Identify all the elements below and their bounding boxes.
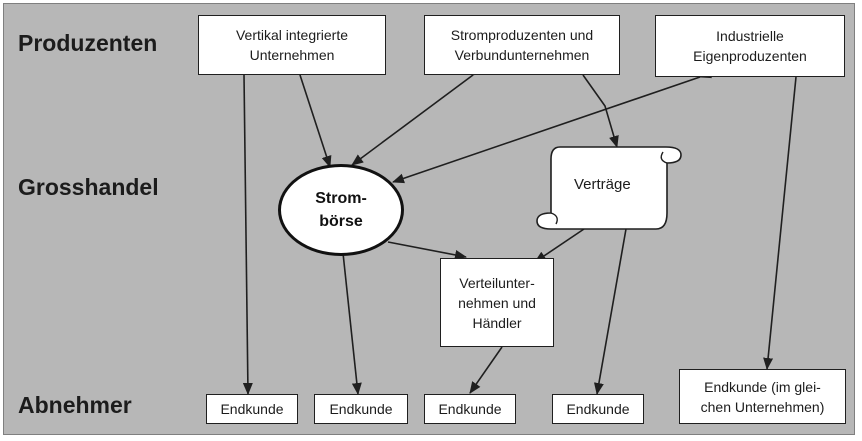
arrow-vertraege-to-endkunde-4 (593, 228, 627, 395)
arrow-stromverbund-to-boerse (351, 64, 485, 166)
arrow-vertraege-to-verteil (534, 228, 585, 263)
node-stromboerse: Strom- börse (278, 164, 404, 256)
node-endkunde-1: Endkunde (206, 394, 298, 424)
node-verteilunternehmen-haendler: Verteilunter- nehmen und Händler (440, 258, 554, 347)
arrow-industrielle-to-boerse (392, 68, 713, 184)
node-endkunde-3: Endkunde (424, 394, 516, 424)
arrow-verteil-to-endkunde-3 (469, 346, 503, 394)
row-label-produzenten: Produzenten (18, 30, 158, 56)
node-endkunde-eigenes-unternehmen: Endkunde (im glei- chen Unternehmen) (679, 369, 846, 424)
node-industrielle-eigenproduzenten: Industrielle Eigenproduzenten (655, 15, 845, 77)
node-endkunde-2: Endkunde (314, 394, 408, 424)
row-label-grosshandel: Grosshandel (18, 174, 159, 200)
arrow-industrielle-to-endkunde-5 (763, 76, 797, 370)
node-endkunde-4: Endkunde (552, 394, 644, 424)
arrow-vertikal-to-boerse (291, 62, 332, 168)
node-vertraege: Verträge (574, 176, 631, 193)
row-label-abnehmer: Abnehmer (18, 392, 132, 418)
node-stromproduzenten-verbund: Stromproduzenten und Verbundunternehmen (424, 15, 620, 75)
arrow-boerse-to-endkunde-2 (342, 252, 362, 395)
arrow-boerse-to-verteil (387, 241, 467, 260)
node-vertikal-integrierte-unternehmen: Vertikal integrierte Unternehmen (198, 15, 386, 75)
arrow-vertikal-to-endkunde-1 (242, 74, 253, 395)
